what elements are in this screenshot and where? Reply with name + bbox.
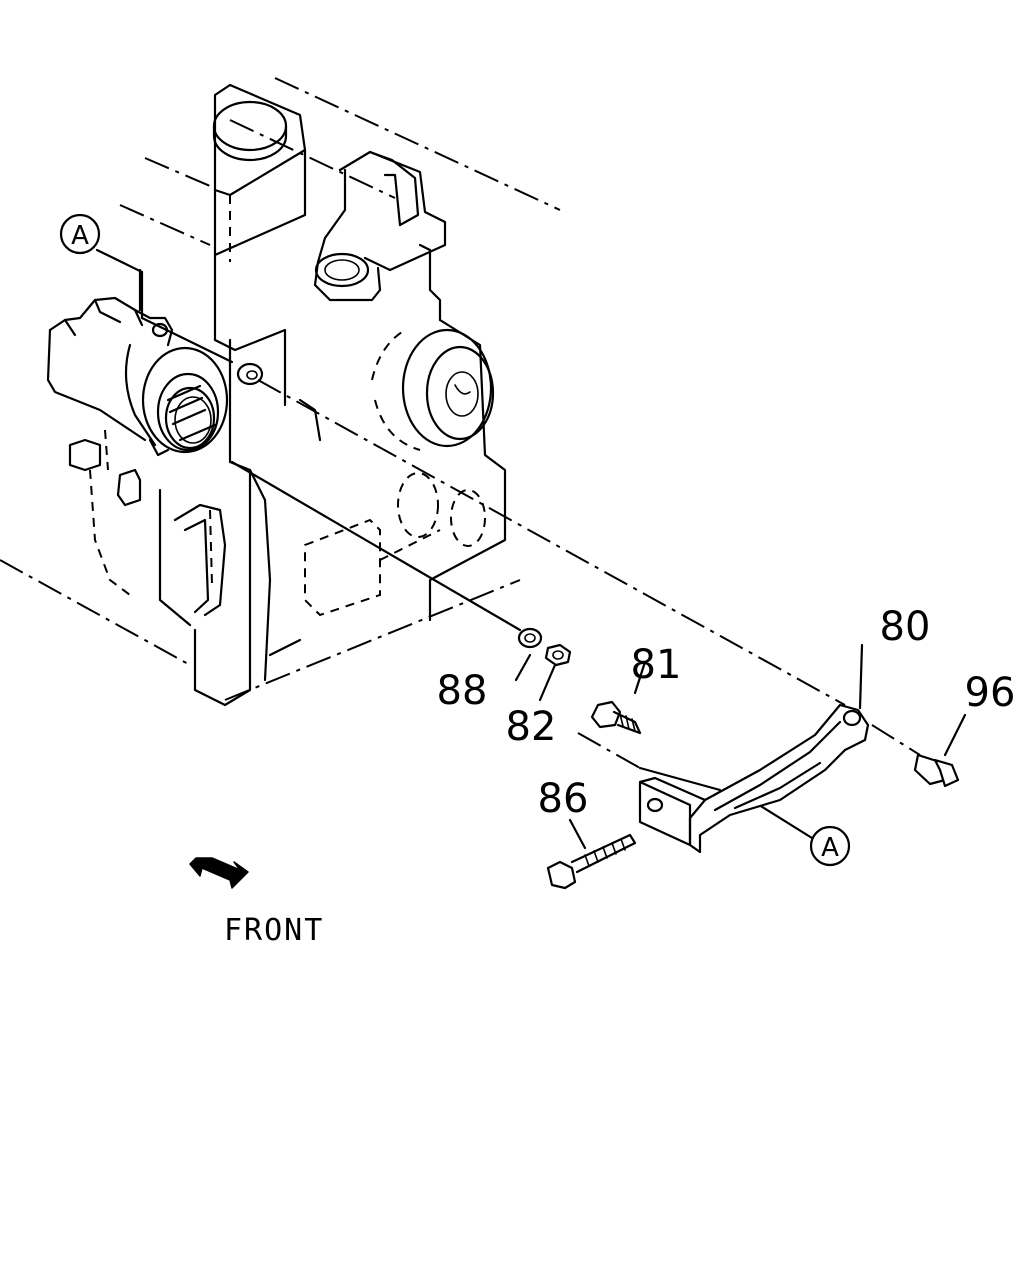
bolt-81 — [590, 700, 642, 735]
alternator — [46, 296, 229, 471]
adjusting-bracket — [638, 703, 870, 854]
assembly-lines — [95, 248, 967, 850]
idler-pulley — [371, 328, 495, 451]
bolt-96 — [913, 753, 960, 788]
front-arrow-icon — [189, 857, 249, 889]
washer-88 — [517, 627, 543, 649]
part-number-96: 96 — [965, 670, 1016, 716]
bolt-86 — [546, 833, 637, 890]
part-number-82: 82 — [506, 704, 557, 750]
part-number-80: 80 — [880, 604, 931, 650]
nut-82 — [544, 643, 572, 667]
part-number-88: 88 — [437, 668, 488, 714]
ref-callout-a-top: A — [71, 221, 89, 251]
part-number-86: 86 — [538, 776, 589, 822]
engine-block — [0, 77, 561, 707]
front-direction-label: FRONT — [224, 913, 324, 948]
part-number-81: 81 — [631, 642, 682, 688]
ref-callout-a-bottom: A — [821, 833, 839, 863]
